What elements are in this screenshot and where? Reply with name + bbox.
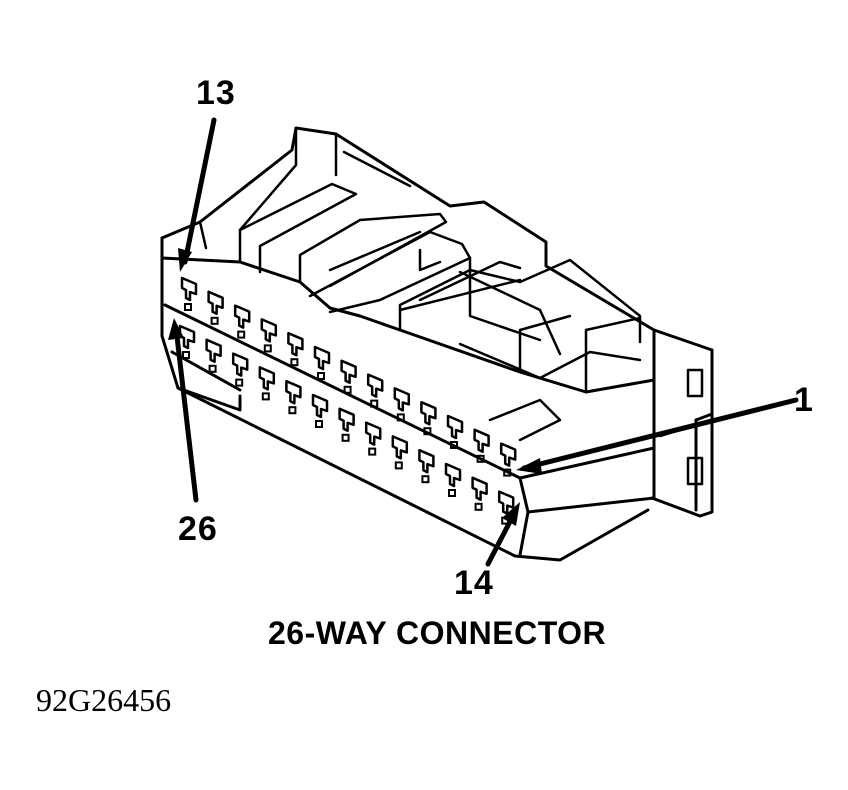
pin-cavity-latch [263, 344, 272, 353]
pin-cavity-latch [184, 303, 192, 311]
leader-line-13 [182, 117, 217, 265]
pin-cavity-latch [235, 378, 244, 387]
pin-cavity [420, 400, 437, 426]
pin-cavity [340, 359, 357, 385]
pin-cavity-latch [317, 372, 325, 380]
arrowhead-26 [168, 318, 184, 340]
pin-cavity [364, 421, 382, 446]
pin-cavities [178, 276, 517, 525]
pin-cavity [473, 428, 490, 454]
pin-label-1: 1 [794, 381, 814, 419]
pin-cavity [338, 407, 355, 433]
arrowhead-14 [502, 502, 520, 526]
pin-cavity [471, 476, 488, 502]
leader-arrowheads [168, 248, 542, 526]
pin-cavity [233, 304, 251, 329]
pin-cavity-latch [288, 406, 297, 415]
pin-cavity [205, 338, 222, 364]
pin-cavity-latch [368, 447, 377, 456]
pin-cavity-latch [341, 433, 350, 442]
pin-cavity-latch [261, 392, 270, 401]
connector-caption: 26-WAY CONNECTOR [268, 615, 607, 651]
pin-cavity [180, 276, 198, 302]
pin-cavity [285, 379, 302, 405]
pin-label-26: 26 [178, 510, 218, 548]
pin-cavity [418, 448, 435, 474]
pin-cavity-latch [208, 364, 217, 373]
pin-cavity-latch [396, 413, 405, 422]
pin-cavity [446, 414, 464, 440]
pin-cavity-latch [476, 454, 485, 463]
pin-cavity-latch [237, 330, 246, 339]
pin-cavity [366, 373, 384, 398]
pin-cavity [231, 352, 249, 377]
pin-cavity [444, 462, 462, 488]
pin-cavity-latch [315, 420, 323, 428]
figure-id: 92G26456 [36, 682, 172, 718]
pin-cavity [207, 290, 224, 316]
pin-cavity-latch [448, 489, 456, 497]
pin-cavity-latch [343, 385, 352, 394]
pin-cavity [311, 393, 329, 419]
leader-line-26 [173, 325, 199, 503]
pin-cavity-latch [370, 399, 379, 408]
pin-cavity [258, 366, 276, 391]
pin-cavity-latch [423, 427, 432, 436]
pin-cavity-latch [394, 461, 403, 470]
pin-cavity-latch [474, 502, 483, 511]
pin-label-14: 14 [454, 564, 494, 602]
pin-cavity [313, 345, 331, 371]
pin-cavity [260, 318, 278, 343]
pin-cavity-latch [421, 475, 430, 484]
arrowhead-13 [178, 248, 192, 272]
leader-line-1 [521, 397, 799, 471]
pin-cavity-latch [210, 316, 219, 325]
pin-cavity-latch [182, 351, 190, 359]
pin-label-13: 13 [196, 74, 236, 112]
pin-cavity [393, 387, 411, 412]
pin-cavity [287, 331, 304, 357]
pin-cavity [499, 442, 517, 467]
pin-cavity-latch [290, 358, 299, 367]
connector-housing [160, 126, 714, 562]
pin-cavity [391, 435, 409, 460]
arrowhead-1 [516, 458, 542, 474]
connector-top-ribs [198, 126, 642, 442]
pin-cavity-latch [503, 468, 512, 477]
pin-cavity-latch [450, 441, 458, 449]
